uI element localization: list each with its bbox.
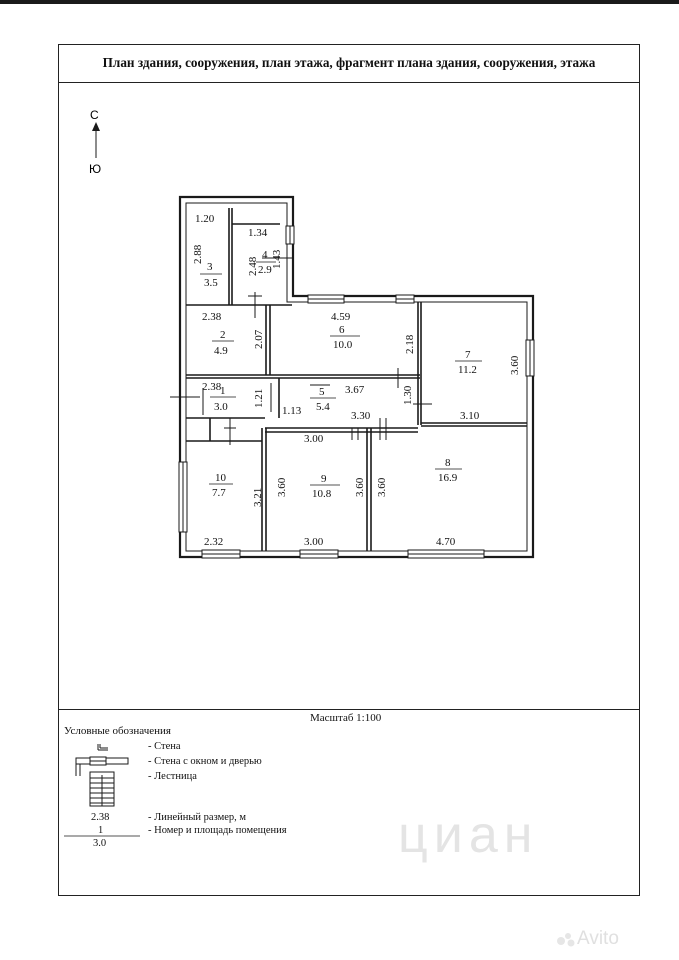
dim-r6-height: 2.18 (404, 334, 416, 354)
legend-sample-dimension: 2.38 (91, 812, 110, 823)
dim-r5-bottom: 3.30 (351, 410, 371, 422)
room-4-area: 2.9 (258, 264, 272, 276)
dim-r4-side: 1.43 (271, 249, 283, 269)
room-5-number: 5 (319, 386, 325, 398)
legend-window-door-symbol (75, 756, 129, 776)
room-10-area: 7.7 (212, 487, 226, 499)
dim-r5-width: 3.67 (345, 384, 365, 396)
dim-r7-width: 3.10 (460, 410, 480, 422)
room-9-number: 9 (321, 473, 327, 485)
legend-wall-symbol (97, 744, 108, 751)
room-9-area: 10.8 (312, 488, 332, 500)
dim-r3-width: 1.20 (195, 213, 215, 225)
cian-watermark: циан (398, 806, 539, 864)
scale-label: Масштаб 1:100 (310, 712, 382, 724)
room-7-area: 11.2 (458, 364, 477, 376)
room-2-area: 4.9 (214, 345, 228, 357)
plan-bottom-divider (58, 709, 640, 710)
top-edge-line (0, 0, 679, 4)
room-1-area: 3.0 (214, 401, 228, 413)
room-1-number: 1 (220, 385, 226, 397)
dim-r9-top: 3.00 (304, 433, 324, 445)
avito-brand: Avito (577, 928, 619, 949)
legend-title: Условные обозначения (64, 725, 171, 737)
door-markers (170, 257, 432, 445)
dim-r3-height: 2.88 (192, 244, 204, 264)
legend-sample-room-number: 1 (98, 825, 104, 836)
dim-r1-width: 2.38 (202, 381, 222, 393)
room-3-area: 3.5 (204, 277, 218, 289)
legend-room-number-area-label: - Номер и площадь помещения (148, 825, 287, 836)
dim-r6-width: 4.59 (331, 311, 351, 323)
page-title: План здания, сооружения, план этажа, фра… (58, 44, 640, 83)
dim-r10-width: 2.32 (204, 536, 223, 548)
dim-r10-height: 3.21 (252, 488, 264, 507)
dim-r2-width: 2.38 (202, 311, 222, 323)
legend-wall-label: - Стена (148, 741, 181, 752)
dim-r1-height: 1.21 (253, 389, 265, 408)
dim-r8-left-height: 3.60 (354, 477, 366, 497)
dim-r8-width: 4.70 (436, 536, 456, 548)
room-4-number: 4 (262, 249, 268, 261)
room-10-number: 10 (215, 472, 227, 484)
legend-window-door-label: - Стена с окном и дверью (148, 756, 262, 767)
windows (178, 225, 535, 559)
compass-south-label: Ю (89, 162, 101, 176)
room-label-lines (200, 261, 482, 486)
room-7-number: 7 (465, 349, 471, 361)
room-8-number: 8 (445, 457, 451, 469)
dim-r1-side: 1.13 (282, 405, 302, 417)
legend-stairs-label: - Лестница (148, 771, 197, 782)
dim-r7-height: 3.60 (509, 355, 521, 375)
room-3-number: 3 (207, 261, 213, 273)
dim-r9-height: 3.60 (276, 477, 288, 497)
room-5-area: 5.4 (316, 401, 330, 413)
legend-stairs-icon (89, 771, 115, 807)
dim-r4-height: 2.48 (247, 256, 259, 276)
dim-r2-height: 2.07 (253, 329, 265, 349)
dim-r4-width: 1.34 (248, 227, 268, 239)
dim-r8-height: 3.60 (376, 477, 388, 497)
compass-north-label: С (90, 108, 99, 122)
drawing-sheet-frame (58, 44, 640, 896)
avito-logo-icon (557, 933, 575, 947)
legend-sample-room-area: 3.0 (93, 838, 107, 849)
legend-linear-dimension-label: - Линейный размер, м (148, 812, 247, 823)
dim-r5-height: 1.30 (402, 385, 414, 405)
room-2-number: 2 (220, 329, 226, 341)
north-arrow-icon (92, 122, 100, 158)
interior-walls (186, 208, 527, 551)
room-6-area: 10.0 (333, 339, 353, 351)
outer-walls (178, 195, 535, 559)
room-6-number: 6 (339, 324, 345, 336)
dim-r9-width: 3.00 (304, 536, 324, 548)
room-8-area: 16.9 (438, 472, 458, 484)
